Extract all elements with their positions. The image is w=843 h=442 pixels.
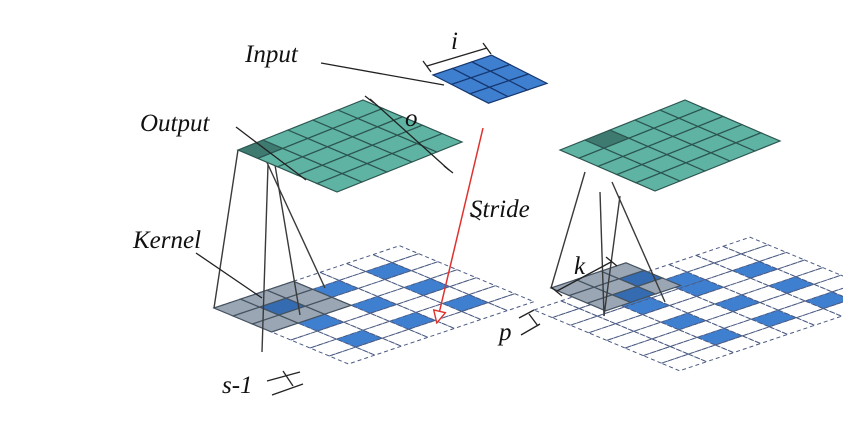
input-grid <box>431 54 549 104</box>
stride-arrow <box>437 127 484 322</box>
padded-input-cell <box>550 307 599 326</box>
kernel-label: Kernel <box>132 227 201 254</box>
padded-input-cell <box>587 323 636 341</box>
padded-input-cell <box>722 277 771 296</box>
padded-input-cell <box>676 279 726 297</box>
padded-input-cell <box>803 291 843 310</box>
kernel-cell <box>303 296 353 315</box>
o-dimension-label: o <box>405 105 418 132</box>
kernel-cell <box>635 277 683 295</box>
padded-input-cell <box>749 309 798 328</box>
dilated-input-cell <box>486 293 536 312</box>
padded-input-cell <box>641 345 690 364</box>
k-dimension-label: k <box>574 253 586 280</box>
dilated-input-cell <box>380 328 430 347</box>
dilated-input-cell <box>448 277 497 296</box>
left-dilated-input-grid <box>212 245 536 365</box>
dilated-input-cell <box>356 278 406 297</box>
right-kernel-projection-lines <box>550 171 666 317</box>
padded-input-cell <box>739 244 788 263</box>
padded-input-cell <box>568 315 618 334</box>
padded-input-cell <box>622 297 672 316</box>
dilated-input-cell <box>342 312 391 331</box>
right-output-grid <box>558 99 782 192</box>
dilated-input-cell <box>433 310 483 329</box>
dilated-input-cell <box>371 245 421 264</box>
leader-lines <box>195 42 618 396</box>
padded-input-cell <box>667 254 716 273</box>
s-minus-1-label: s-1 <box>222 372 253 399</box>
dilated-input-cell <box>388 311 437 330</box>
padded-input-cell <box>659 353 709 372</box>
left-output-grid <box>236 99 464 193</box>
stride-label: Stride <box>470 196 530 223</box>
dilated-input-cell <box>289 330 338 349</box>
input-cell <box>507 73 549 91</box>
dilated-input-cell <box>311 279 360 298</box>
output-cell <box>415 132 464 153</box>
dilated-input-cell <box>441 294 490 313</box>
dilated-input-cell <box>335 329 384 348</box>
dilated-input-cell <box>395 294 444 313</box>
padded-input-cell <box>694 245 743 264</box>
dilated-input-cell <box>402 278 452 297</box>
p-dimension-label: p <box>497 319 512 346</box>
padded-input-cell <box>740 326 790 345</box>
padded-input-cell <box>605 330 654 349</box>
padded-input-cell <box>623 338 672 357</box>
padded-input-cell <box>794 308 843 326</box>
output-label: Output <box>140 110 211 137</box>
i-dimension-label: i <box>451 28 458 55</box>
padded-input-cell <box>614 314 663 332</box>
input-label: Input <box>244 41 299 68</box>
padded-input-cell <box>758 292 807 311</box>
padded-input-cell <box>767 276 816 294</box>
padded-input-cell <box>713 294 762 313</box>
dilated-input-cell <box>349 295 399 314</box>
padded-input-cell <box>659 312 708 331</box>
padded-input-cell <box>695 327 744 346</box>
padded-input-cell <box>532 300 581 319</box>
padded-input-cell <box>686 344 736 363</box>
padded-input-cell <box>668 295 717 314</box>
padded-input-cell <box>776 259 825 278</box>
dilated-input-cell <box>296 313 346 332</box>
padded-input-cell <box>721 236 770 255</box>
padded-input-cell <box>812 274 843 293</box>
padded-input-cell <box>730 260 780 279</box>
dilated-input-cell <box>327 346 377 365</box>
right-padded-input-grid <box>532 236 843 372</box>
left-kernel-patch <box>212 280 353 333</box>
padded-input-cell <box>650 329 699 348</box>
left-kernel-projection-lines <box>213 146 326 353</box>
padded-input-cell <box>704 311 753 329</box>
output-cell <box>734 132 782 152</box>
right-kernel-patch <box>549 262 683 312</box>
dilated-input-cell <box>318 262 368 281</box>
dilated-input-cell <box>364 262 413 281</box>
